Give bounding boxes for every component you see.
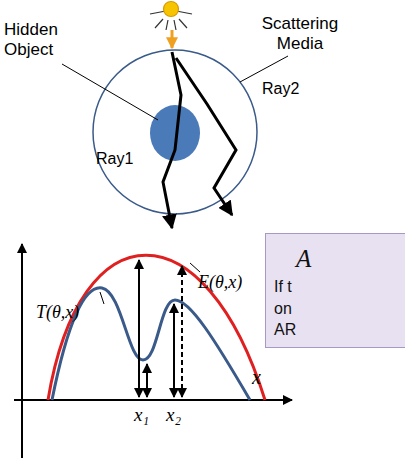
- axis: [21, 244, 23, 458]
- incident-light: [171, 30, 174, 48]
- measure-arrow: [173, 304, 175, 397]
- axis-label: x: [252, 366, 261, 389]
- measure-arrow: [146, 364, 148, 397]
- body-text: If t on AR: [274, 276, 306, 341]
- light-source: [150, 2, 192, 31]
- leader-line: [100, 292, 104, 304]
- t-curve: [52, 288, 250, 400]
- measure-arrow: [181, 266, 183, 397]
- curve-label: T(θ,x): [36, 302, 79, 323]
- measure-arrow: [138, 260, 140, 397]
- ray-label: Ray2: [262, 80, 299, 98]
- leader-line: [62, 64, 158, 120]
- curve-label: E(θ,x): [198, 272, 242, 293]
- formula-text: A: [296, 242, 311, 276]
- object-label: Hidden Object: [4, 20, 82, 59]
- leader-line: [190, 263, 200, 272]
- info-panel: AIf t on AR: [265, 233, 405, 348]
- tick-label: x₂: [166, 404, 181, 426]
- ray-path: [163, 52, 181, 228]
- media-label: Scattering Media: [250, 14, 350, 53]
- e-curve: [48, 255, 265, 400]
- scattering-media-circle: [93, 50, 257, 214]
- leader-line: [240, 56, 288, 82]
- ray-label: Ray1: [96, 150, 133, 168]
- tick-label: x₁: [134, 404, 149, 426]
- ray-path: [176, 58, 236, 215]
